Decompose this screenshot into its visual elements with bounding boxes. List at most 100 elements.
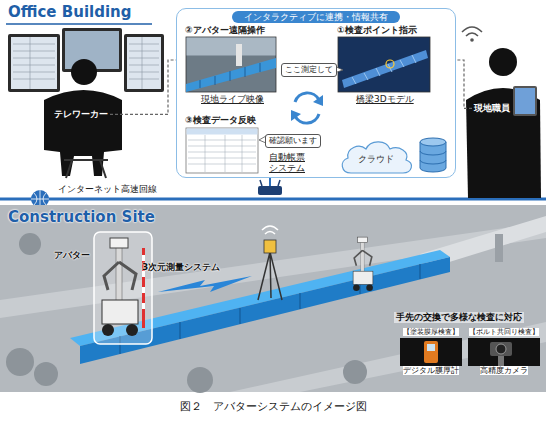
spreadsheet-grid	[13, 37, 159, 89]
robot-base	[353, 271, 373, 284]
thickness-gauge-photo	[400, 338, 462, 366]
survey-instrument	[258, 226, 282, 300]
construction-aerial	[0, 205, 546, 393]
node-text: ここ測定して	[285, 65, 333, 75]
region-band: Construction Site アバター 3次元測量システム手先の交換で多様な検…	[0, 205, 546, 392]
monitor-screen	[11, 37, 57, 89]
robot-mast	[361, 240, 364, 272]
camera-lens	[496, 344, 506, 354]
node-text: 現地ライブ映像	[201, 94, 264, 105]
live-video-image	[186, 37, 276, 92]
person-label: 現地職員	[474, 103, 510, 114]
photo-frame	[186, 37, 276, 92]
region-band: Office Building テレワーカー インタラクティブに連携・情報共有 ②アバ…	[0, 0, 546, 203]
robot-arms	[104, 262, 136, 290]
tool-photo: 【ボルト共回り検査】高精度カメラ	[466, 328, 542, 375]
photo-ground	[468, 338, 540, 366]
node-text: Construction Site	[8, 208, 155, 226]
photo-sky	[187, 38, 276, 56]
function-block: ①検査ポイント指示橋梁3Dモデル	[337, 25, 417, 105]
node-text: 橋梁3Dモデル	[356, 94, 414, 105]
model-truss	[352, 55, 416, 84]
node-text: 確認願います	[269, 136, 317, 146]
wifi-dot	[470, 38, 474, 42]
robot-wheel	[126, 324, 138, 336]
equipment-label: 3次元測量システム	[142, 262, 220, 273]
node-text: ②アバター遠隔操作	[185, 25, 265, 36]
line-label: インターネット高速回線	[56, 184, 159, 195]
road	[230, 322, 546, 392]
function-block: ②アバター遠隔操作現地ライブ映像	[185, 25, 265, 105]
dashed-link	[110, 60, 176, 114]
tree	[343, 360, 367, 384]
model-frame	[338, 37, 430, 92]
photo-girder	[186, 58, 276, 92]
photo-ground	[400, 338, 462, 366]
monitor-screen	[127, 37, 161, 89]
robot-head	[358, 237, 368, 243]
person-label: テレワーカー	[54, 109, 108, 120]
robot-frame	[94, 232, 152, 344]
document-sheet	[186, 128, 258, 173]
node-text: 高精度カメラ	[480, 366, 528, 375]
inspection-point	[386, 60, 394, 68]
wifi-arcs	[262, 226, 278, 234]
pier	[495, 234, 503, 262]
figure-caption: 図２ アバターシステムのイメージ図	[0, 400, 546, 413]
speech-bubble: ここ測定して	[281, 63, 337, 77]
body	[466, 88, 541, 198]
gauge-body	[424, 341, 438, 363]
internet-line	[0, 198, 546, 201]
cloud-path	[342, 142, 411, 173]
cycle-head	[291, 110, 301, 121]
node-text: クラウド	[358, 154, 394, 165]
model-girder	[342, 50, 428, 88]
monitor-frame	[8, 34, 60, 92]
node-text: Office Building	[8, 3, 131, 21]
cycle-arrows	[291, 93, 323, 123]
body	[44, 90, 122, 176]
node-text: 3次元測量システム	[142, 262, 220, 273]
photo-robot-arm	[236, 44, 242, 66]
total-station	[264, 240, 276, 253]
title-underline	[6, 23, 152, 25]
camera-mount	[498, 356, 504, 366]
document-grid	[188, 135, 256, 172]
gauge-display	[427, 344, 435, 351]
node-text: テレワーカー	[54, 109, 108, 120]
bridge-3d-model	[338, 37, 430, 92]
site-ground	[0, 205, 546, 392]
cloud-shape: クラウド	[337, 137, 415, 177]
tree	[6, 348, 34, 376]
node-text: 【ボルト共回り検査】	[469, 328, 539, 336]
tablet	[513, 86, 537, 116]
bridge-girder	[70, 250, 450, 364]
robot-wheel	[366, 284, 373, 291]
wifi-arcs	[462, 27, 482, 36]
head	[489, 48, 517, 76]
report-document	[186, 128, 258, 173]
robot-wheel	[102, 324, 114, 336]
dashed-link	[456, 60, 472, 108]
equipment-label: アバター	[54, 250, 90, 261]
robot-base	[102, 300, 138, 324]
router-link	[269, 178, 271, 186]
router-antenna	[260, 180, 280, 186]
head	[71, 59, 97, 85]
avatar-robot	[102, 238, 138, 336]
robot-head	[110, 238, 128, 248]
stool	[64, 160, 108, 178]
router-body	[258, 186, 282, 195]
tree	[187, 367, 213, 393]
robot-arms	[354, 250, 372, 265]
photo-truss	[200, 63, 260, 88]
node-text: 手先の交換で多様な検査に対応	[394, 312, 524, 323]
sharing-panel: インタラクティブに連携・情報共有 ②アバター遠隔操作現地ライブ映像 ①検査ポイント指…	[176, 8, 456, 178]
tree	[19, 233, 41, 255]
monitor-set	[8, 28, 164, 92]
teleworker-silhouette	[44, 59, 122, 178]
node-text: インタラクティブに連携・情報共有	[232, 11, 400, 23]
speech-bubble: 確認願います	[265, 134, 321, 148]
camera-photo	[468, 338, 540, 366]
